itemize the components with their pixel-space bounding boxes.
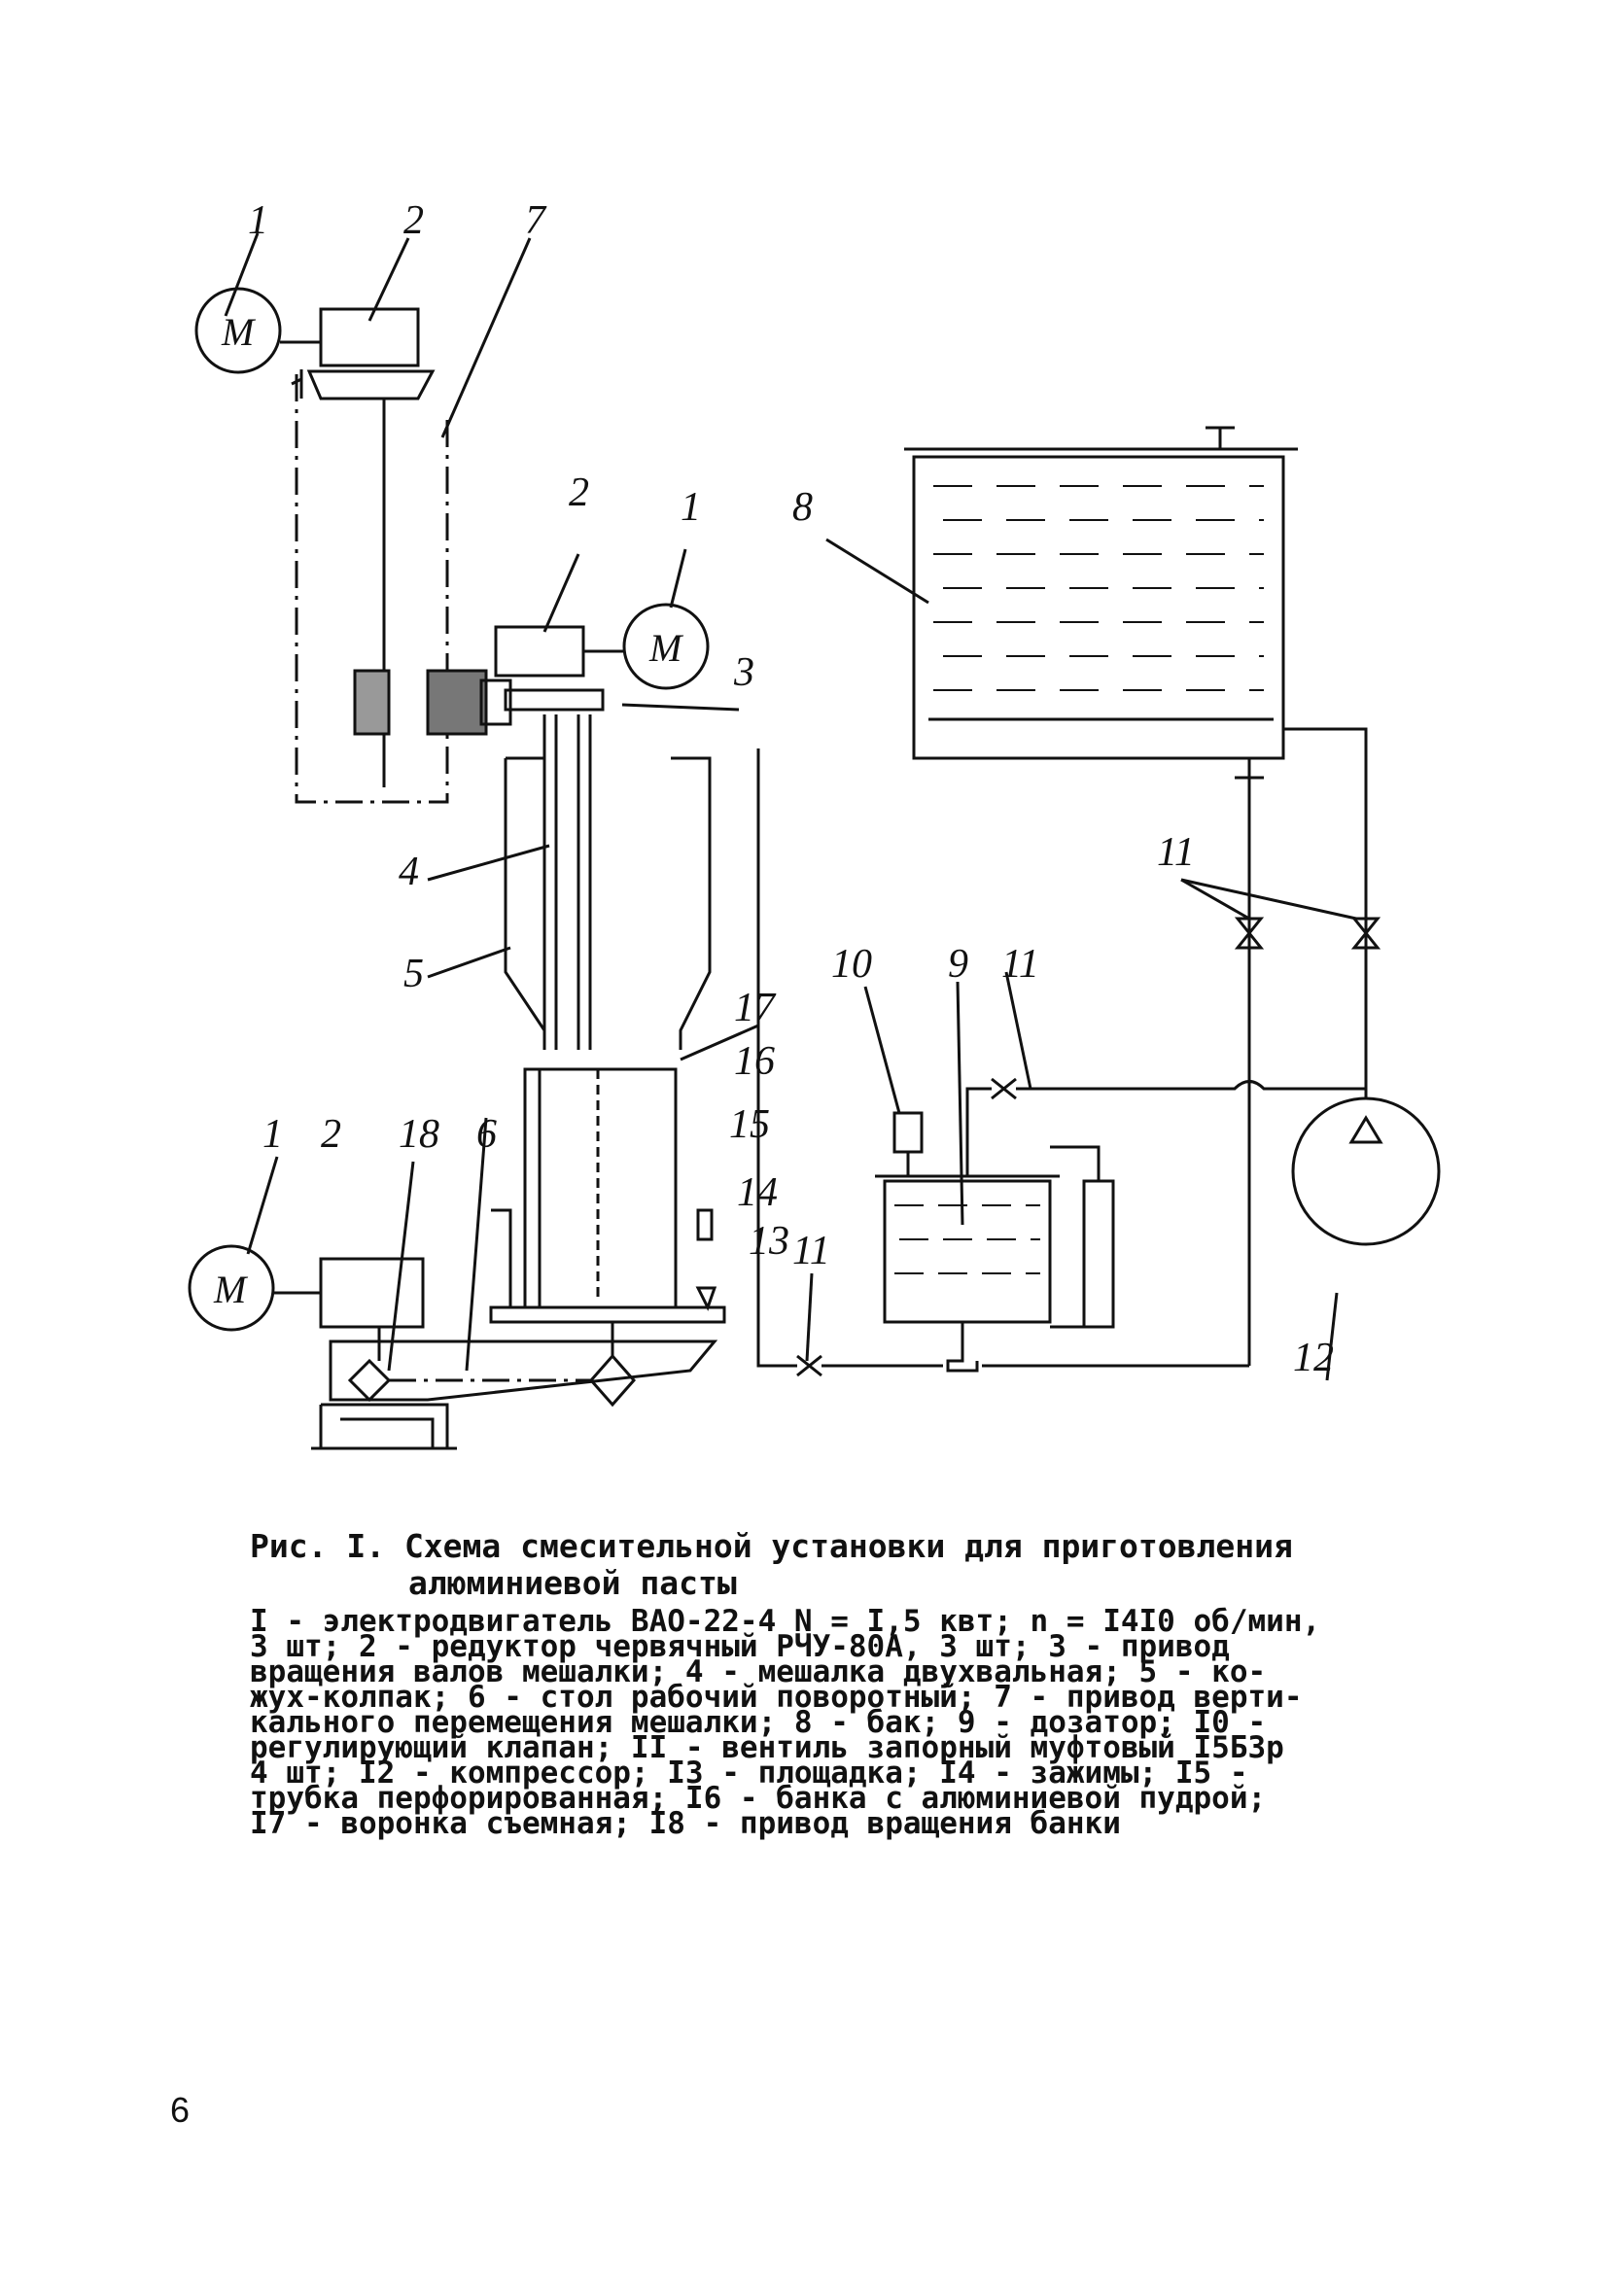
- callout-1-mid: 1: [681, 485, 701, 530]
- tank-8: [912, 455, 1285, 760]
- callout-16: 16: [734, 1039, 775, 1084]
- gearbox-mid: [494, 625, 585, 678]
- callout-11-mid: 11: [1001, 942, 1039, 987]
- callout-11-bottom: 11: [792, 1229, 830, 1273]
- motor-bottom: [188, 1244, 275, 1332]
- callout-8: 8: [792, 485, 813, 530]
- callout-2-bottom: 2: [321, 1112, 341, 1157]
- callout-14: 14: [737, 1170, 778, 1215]
- legend-line: вращения валов мешалки; 4 - мешалка двух…: [250, 1654, 1267, 1689]
- figure-caption-title: Рис. I. Схема смесительной установки для…: [250, 1527, 1293, 1565]
- gearbox-bottom: [319, 1257, 425, 1329]
- callout-2-mid: 2: [569, 470, 589, 515]
- callout-10: 10: [831, 942, 872, 987]
- motor-letter-mid: M: [648, 626, 684, 670]
- legend-line: кального перемещения мешалки; 8 - бак; 9…: [250, 1705, 1267, 1740]
- doser-9: [883, 1179, 1052, 1324]
- callout-18: 18: [399, 1112, 439, 1157]
- figure-caption-title-cont: алюминиевой пасты: [408, 1564, 737, 1602]
- figure-legend: I - электродвигатель ВАО-22-4 N = I,5 кв…: [250, 1604, 1397, 1841]
- motor-mid: [622, 603, 710, 690]
- callout-2-top: 2: [403, 198, 424, 243]
- can-16: [538, 1067, 678, 1309]
- callout-13: 13: [749, 1219, 789, 1264]
- callout-3: 3: [733, 650, 754, 695]
- motor-top: [194, 287, 282, 374]
- callout-7: 7: [525, 198, 547, 243]
- table-6: [489, 1305, 726, 1324]
- callout-15: 15: [729, 1102, 770, 1147]
- callout-9: 9: [948, 942, 968, 987]
- callout-12: 12: [1293, 1336, 1334, 1380]
- hood-5: [504, 756, 546, 1050]
- gearbox-top: [319, 307, 420, 367]
- callout-5: 5: [403, 952, 424, 996]
- page-number: 6: [170, 2090, 191, 2130]
- legend-line: трубка перфорированная; I6 - банка с алю…: [250, 1781, 1267, 1816]
- callout-1-bottom: 1: [262, 1112, 283, 1157]
- drive-7-frame: [295, 374, 449, 804]
- callout-1-top: 1: [248, 198, 268, 243]
- legend-line: регулирующий клапан; II - вентиль запорн…: [250, 1730, 1284, 1765]
- mixing-unit-schematic: M M M 1 2 7 2 1 8 3 4 5 17 16 15 14 13 1…: [188, 198, 1441, 1450]
- legend-line: I - электродвигатель ВАО-22-4 N = I,5 кв…: [250, 1604, 1321, 1639]
- legend-line: 3 шт; 2 - редуктор червячный РЧУ-80А, 3 …: [250, 1629, 1230, 1664]
- callout-6: 6: [476, 1112, 497, 1157]
- motor-letter-bottom: M: [213, 1268, 249, 1311]
- callout-17: 17: [734, 986, 777, 1030]
- motor-letter-top: M: [221, 310, 257, 354]
- callout-4: 4: [399, 850, 419, 894]
- legend-line: I7 - воронка съемная; I8 - привод вращен…: [250, 1806, 1121, 1841]
- compressor-12: [1291, 1096, 1441, 1246]
- legend-line: жух-колпак; 6 - стол рабочий поворотный;…: [250, 1680, 1303, 1715]
- legend-line: 4 шт; I2 - компрессор; I3 - площадка; I4…: [250, 1756, 1248, 1791]
- callout-11-top: 11: [1157, 830, 1195, 875]
